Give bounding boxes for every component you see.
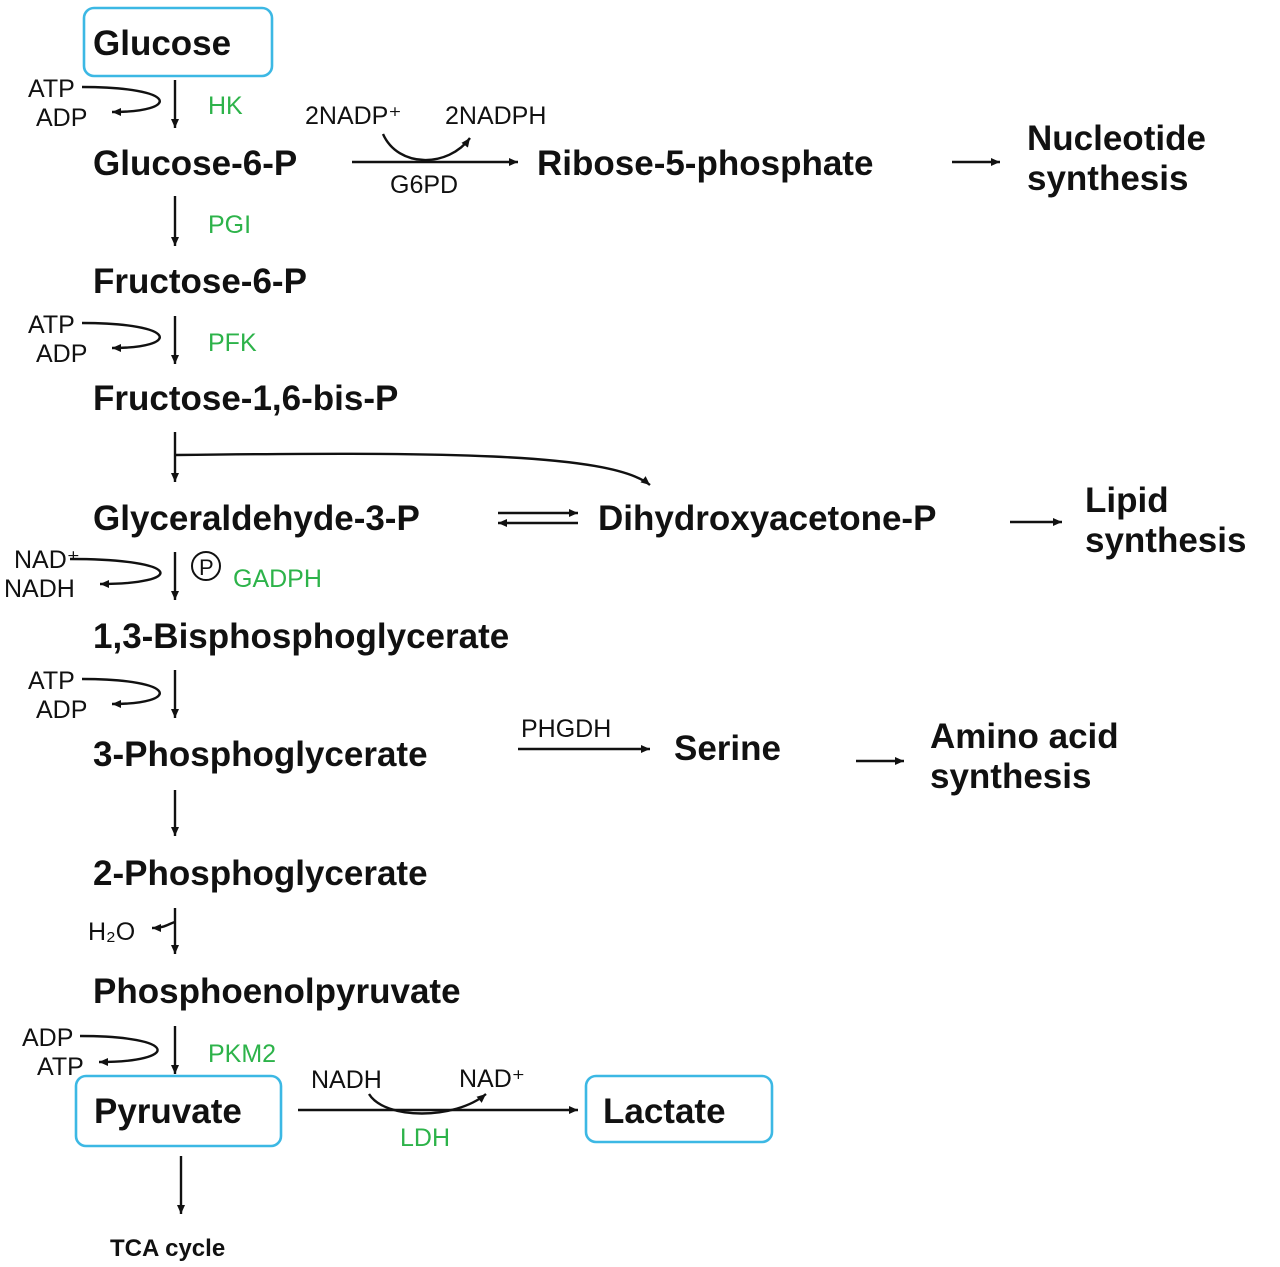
enzyme-pgi: PGI [208, 211, 251, 239]
cofactor-arrows [69, 85, 176, 1066]
phosphate-circle [191, 551, 221, 581]
curve-atp-adp-pfk [81, 321, 161, 352]
outcome-nucleotide-line1: Nucleotide [1027, 119, 1206, 158]
cofactor-adp-pfk: ADP [36, 340, 87, 368]
pathway-arrows [171, 80, 185, 1214]
cofactor-nad-plus-ldh: NAD⁺ [459, 1065, 525, 1093]
curve-atp-adp-hk [81, 85, 161, 116]
metabolite-glyceraldehyde-3-p: Glyceraldehyde-3-P [93, 499, 420, 538]
metabolite-lactate: Lactate [603, 1092, 726, 1131]
curve-nad-nadh-gadph [69, 557, 162, 588]
enzyme-pkm2: PKM2 [208, 1040, 276, 1068]
curve-nadh-nad [367, 1093, 487, 1115]
cofactor-adp-pgk: ADP [36, 696, 87, 724]
cofactor-atp-pgk: ATP [28, 667, 75, 695]
curve-atp-adp-pgk [81, 677, 161, 708]
pyruvate-box [74, 1074, 283, 1148]
cofactor-nad-plus-gadph: NAD⁺ [14, 546, 80, 574]
enzyme-hk: HK [208, 92, 243, 120]
cofactor-nadh-gadph: NADH [4, 575, 75, 603]
enzyme-pfk: PFK [208, 329, 257, 357]
cofactor-h2o: H₂O [88, 918, 135, 946]
metabolite-dihydroxyacetone-p: Dihydroxyacetone-P [598, 499, 936, 538]
metabolite-glucose: Glucose [93, 24, 231, 63]
outcome-lipid-line2: synthesis [1085, 521, 1246, 560]
metabolite-pyruvate: Pyruvate [94, 1092, 242, 1131]
enzyme-phgdh: PHGDH [521, 715, 611, 743]
outcome-nucleotide-line2: synthesis [1027, 159, 1188, 198]
enzyme-gadph: GADPH [233, 565, 322, 593]
cofactor-nadh-ldh: NADH [311, 1066, 382, 1094]
metabolite-3-phosphoglycerate: 3-Phosphoglycerate [93, 735, 428, 774]
glucose-box [82, 6, 274, 78]
cofactor-atp-pfk: ATP [28, 311, 75, 339]
enzyme-g6pd: G6PD [390, 171, 458, 199]
branch-arrows [174, 133, 1062, 1115]
curve-nadp-nadph [381, 133, 471, 162]
metabolite-glucose-6-p: Glucose-6-P [93, 144, 297, 183]
cofactor-atp-pkm2: ATP [37, 1053, 84, 1081]
cofactor-adp-pkm2: ADP [22, 1024, 73, 1052]
metabolite-fructose-1-6-bis-p: Fructose-1,6-bis-P [93, 379, 398, 418]
curve-adp-atp-pkm2 [79, 1034, 159, 1066]
metabolite-1-3-bisphosphoglycerate: 1,3-Bisphosphoglycerate [93, 617, 509, 656]
outcome-amino-acid-line2: synthesis [930, 757, 1091, 796]
cofactor-nadp-plus: 2NADP⁺ [305, 102, 402, 130]
metabolite-serine: Serine [674, 729, 781, 768]
metabolite-phosphoenolpyruvate: Phosphoenolpyruvate [93, 972, 461, 1011]
cofactor-nadph: 2NADPH [445, 102, 546, 130]
cofactor-atp-hk: ATP [28, 75, 75, 103]
metabolite-2-phosphoglycerate: 2-Phosphoglycerate [93, 854, 428, 893]
phosphate-label: P [199, 555, 214, 580]
metabolite-ribose-5-phosphate: Ribose-5-phosphate [537, 144, 873, 183]
curve-f16bp-to-dhap [174, 452, 651, 486]
outcome-lipid-line1: Lipid [1085, 481, 1169, 520]
curve-h2o [151, 920, 176, 932]
enzyme-ldh: LDH [400, 1124, 450, 1152]
lactate-box [584, 1074, 774, 1144]
metabolite-tca-cycle: TCA cycle [110, 1235, 225, 1262]
metabolite-fructose-6-p: Fructose-6-P [93, 262, 307, 301]
cofactor-adp-hk: ADP [36, 104, 87, 132]
outcome-amino-acid-line1: Amino acid [930, 717, 1119, 756]
